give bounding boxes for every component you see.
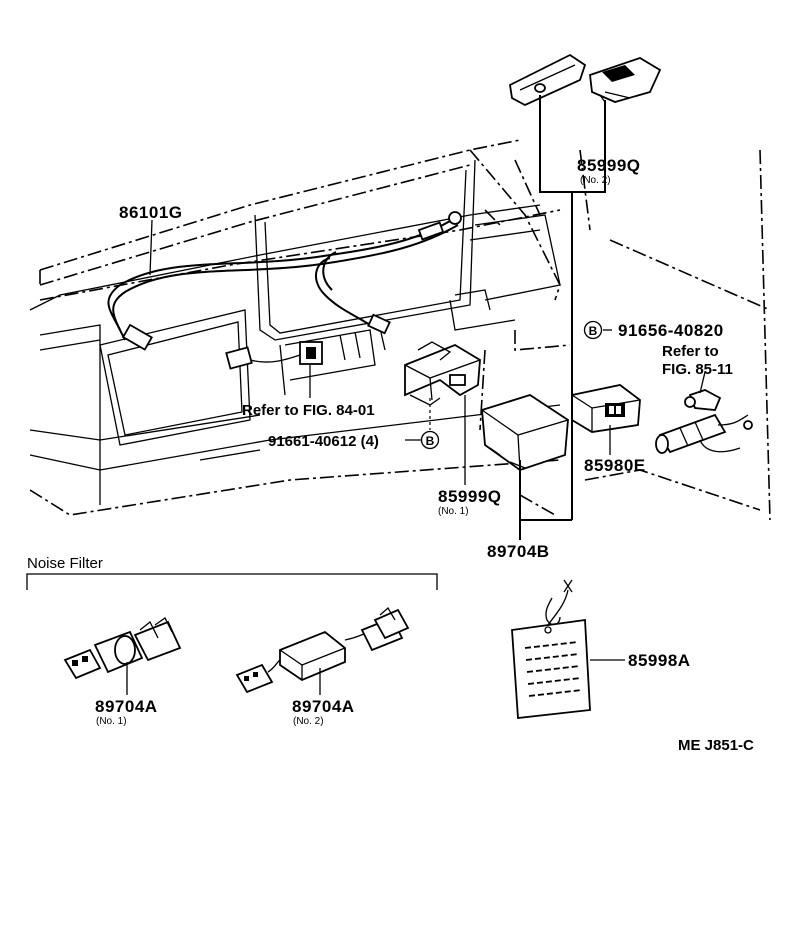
label-85999q-no1: 85999Q: [438, 487, 502, 506]
label-91656-40820: 91656-40820: [618, 321, 724, 340]
noise-filter-title: Noise Filter: [27, 555, 103, 572]
noise-filter-bracket: [26, 573, 438, 590]
label-85999q-no1-sub: (No. 1): [438, 506, 469, 517]
label-refer-to-right-2: FIG. 85-11: [662, 361, 733, 378]
label-85999q-no2: 85999Q: [577, 156, 641, 175]
label-89704a-no2-sub: (No. 2): [293, 716, 324, 727]
bracket-no1: [404, 341, 481, 406]
speedometer-cable: [107, 211, 462, 351]
circle-b-right: B: [583, 320, 603, 340]
label-89704b: 89704B: [487, 542, 550, 561]
amplifier-box: [481, 394, 569, 471]
label-89704a-no2: 89704A: [292, 697, 355, 716]
overhead-part-right: [589, 57, 662, 103]
dashboard-outline: [29, 139, 771, 521]
label-85999q-no2-sub: (No. 2): [580, 175, 611, 186]
overhead-part-left: [509, 53, 587, 107]
label-91661-40612: 91661-40612 (4): [268, 433, 379, 450]
connector-85980e: [571, 384, 641, 433]
instrument-panel: [29, 159, 561, 505]
noise-filter-no2: [235, 606, 410, 694]
label-86101g: 86101G: [119, 203, 183, 222]
leader-lines: [149, 95, 706, 540]
sensor-assembly: [655, 389, 753, 454]
label-89704a-no1-sub: (No. 1): [96, 716, 127, 727]
diagram-code: ME J851-C: [678, 737, 754, 754]
circle-b-left-label: B: [426, 434, 435, 448]
label-85980e: 85980E: [584, 456, 646, 475]
circle-b-right-label: B: [589, 324, 598, 338]
dash-connector: [225, 341, 323, 370]
label-89704a-no1: 89704A: [95, 697, 158, 716]
label-refer-to-left: Refer to FIG. 84-01: [242, 402, 375, 419]
circle-b-left: B: [420, 430, 440, 450]
info-tag: [511, 579, 591, 719]
label-85998a: 85998A: [628, 651, 691, 670]
noise-filter-no1: [63, 617, 182, 680]
label-refer-to-right-1: Refer to: [662, 343, 719, 360]
